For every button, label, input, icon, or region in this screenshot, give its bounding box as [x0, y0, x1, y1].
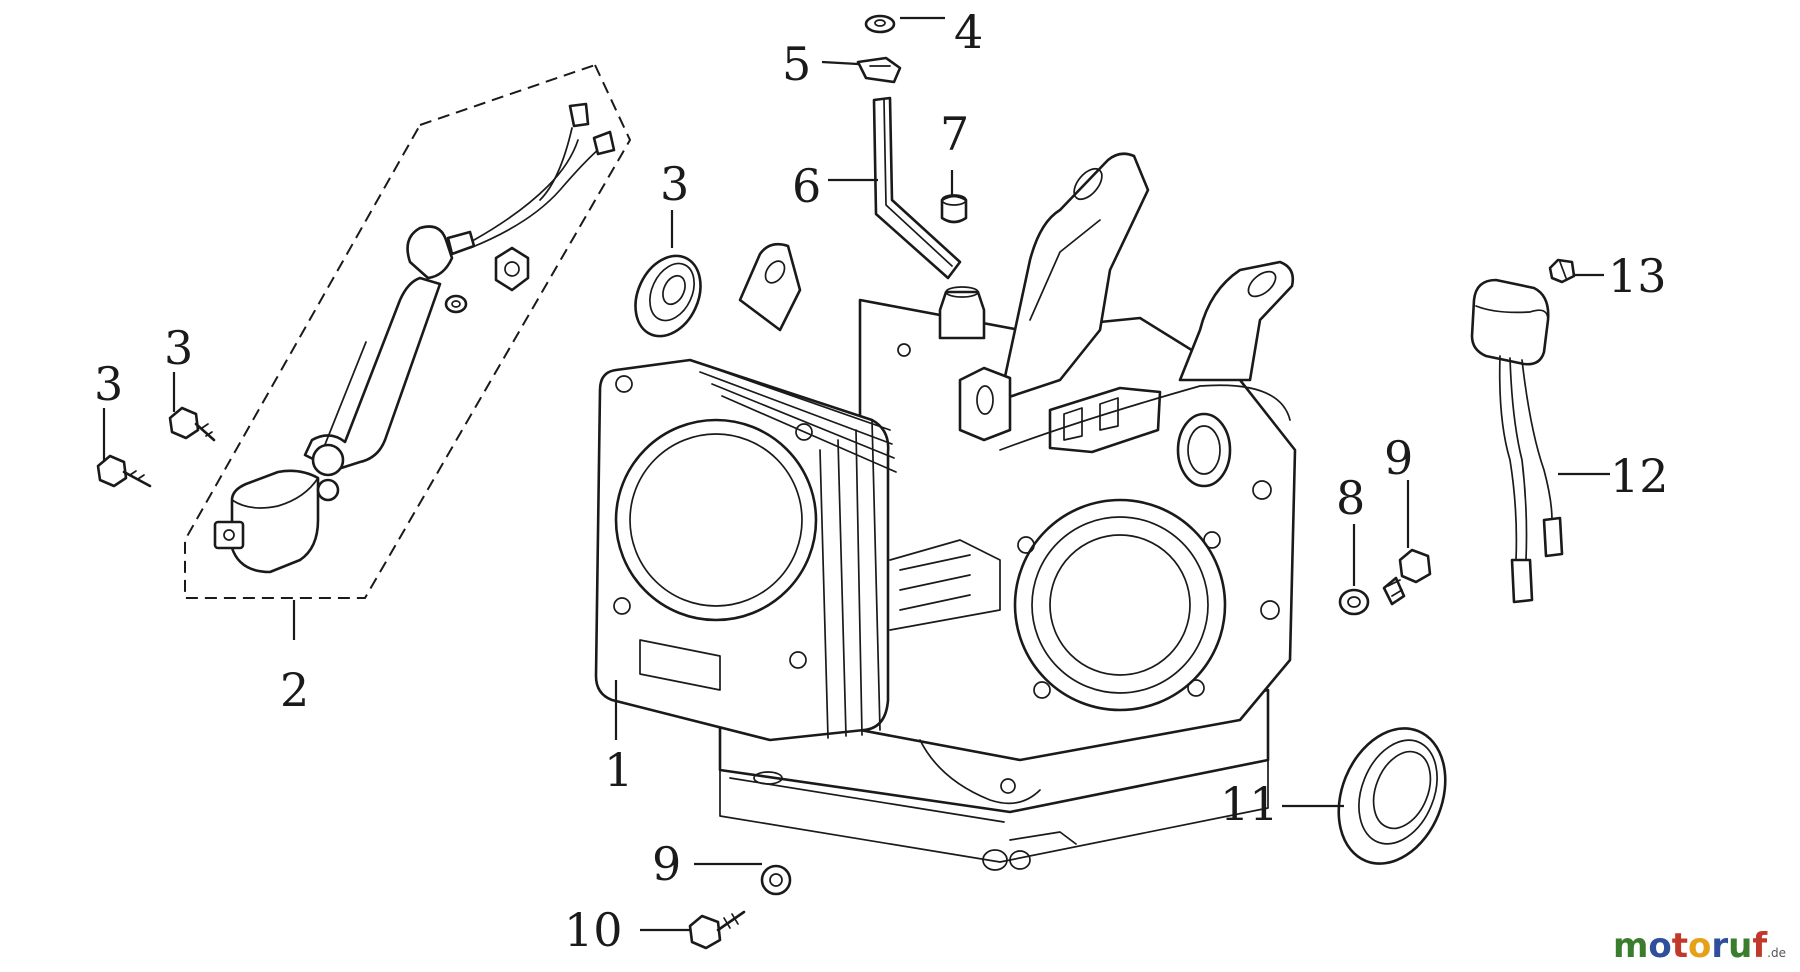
callout-9-right: 8: [1336, 471, 1365, 525]
watermark-letter: m: [1612, 926, 1649, 966]
callout-13: 13: [1608, 249, 1667, 303]
assembly-dashed-frame: [184, 64, 632, 599]
callout-11: 11: [1220, 777, 1279, 831]
callout-10-bottom: 10: [564, 903, 623, 957]
callout-4: 3: [660, 157, 689, 211]
callout-9-bottom: 9: [652, 837, 681, 891]
leader-lines: [102, 16, 1610, 932]
watermark-suffix: .de: [1767, 946, 1786, 960]
watermark-letter: u: [1728, 926, 1753, 966]
callout-10-right: 9: [1384, 431, 1413, 485]
watermark-letter: r: [1711, 926, 1729, 966]
oil-sensor-assembly: [184, 64, 632, 599]
watermark-letter: o: [1688, 926, 1712, 966]
callout-5: 4: [954, 5, 983, 59]
oil-seal-11: [1337, 727, 1447, 865]
callout-3-left: 3: [94, 357, 123, 411]
watermark-letter: o: [1648, 926, 1672, 966]
bearing-4: [634, 254, 702, 338]
drain-bolt-10-right: [1382, 548, 1432, 606]
washer-9-bottom: [760, 864, 792, 896]
drain-bolt-10-bottom: [688, 910, 746, 950]
callout-7: 6: [792, 159, 821, 213]
callout-3-right-label: 3: [164, 321, 193, 375]
callout-1: 1: [604, 743, 633, 797]
bolt-3-left: [96, 454, 152, 488]
callout-labels: 4 5 7 6 3 3 3 2 1 9 10 8 9 11 12 13: [94, 5, 1669, 957]
callout-2: 2: [280, 663, 309, 717]
governor-arm-7: [872, 96, 962, 280]
washer-5: [864, 14, 896, 34]
assembly-frame-link: [419, 64, 596, 126]
motoruf-watermark: motoruf.de: [1613, 926, 1786, 966]
callout-12: 12: [1610, 449, 1669, 503]
washer-9-right: [1338, 588, 1370, 616]
cap-8: [940, 194, 968, 224]
wire-harness-12: [1470, 278, 1564, 604]
screw-13: [1548, 258, 1576, 284]
crankcase-1: [594, 152, 1297, 871]
watermark-letter: f: [1752, 926, 1768, 966]
callout-8: 7: [940, 107, 969, 161]
clip-6: [856, 56, 902, 84]
bolt-3-right: [168, 406, 216, 442]
watermark-letter: t: [1671, 926, 1689, 966]
callout-6: 5: [782, 37, 811, 91]
